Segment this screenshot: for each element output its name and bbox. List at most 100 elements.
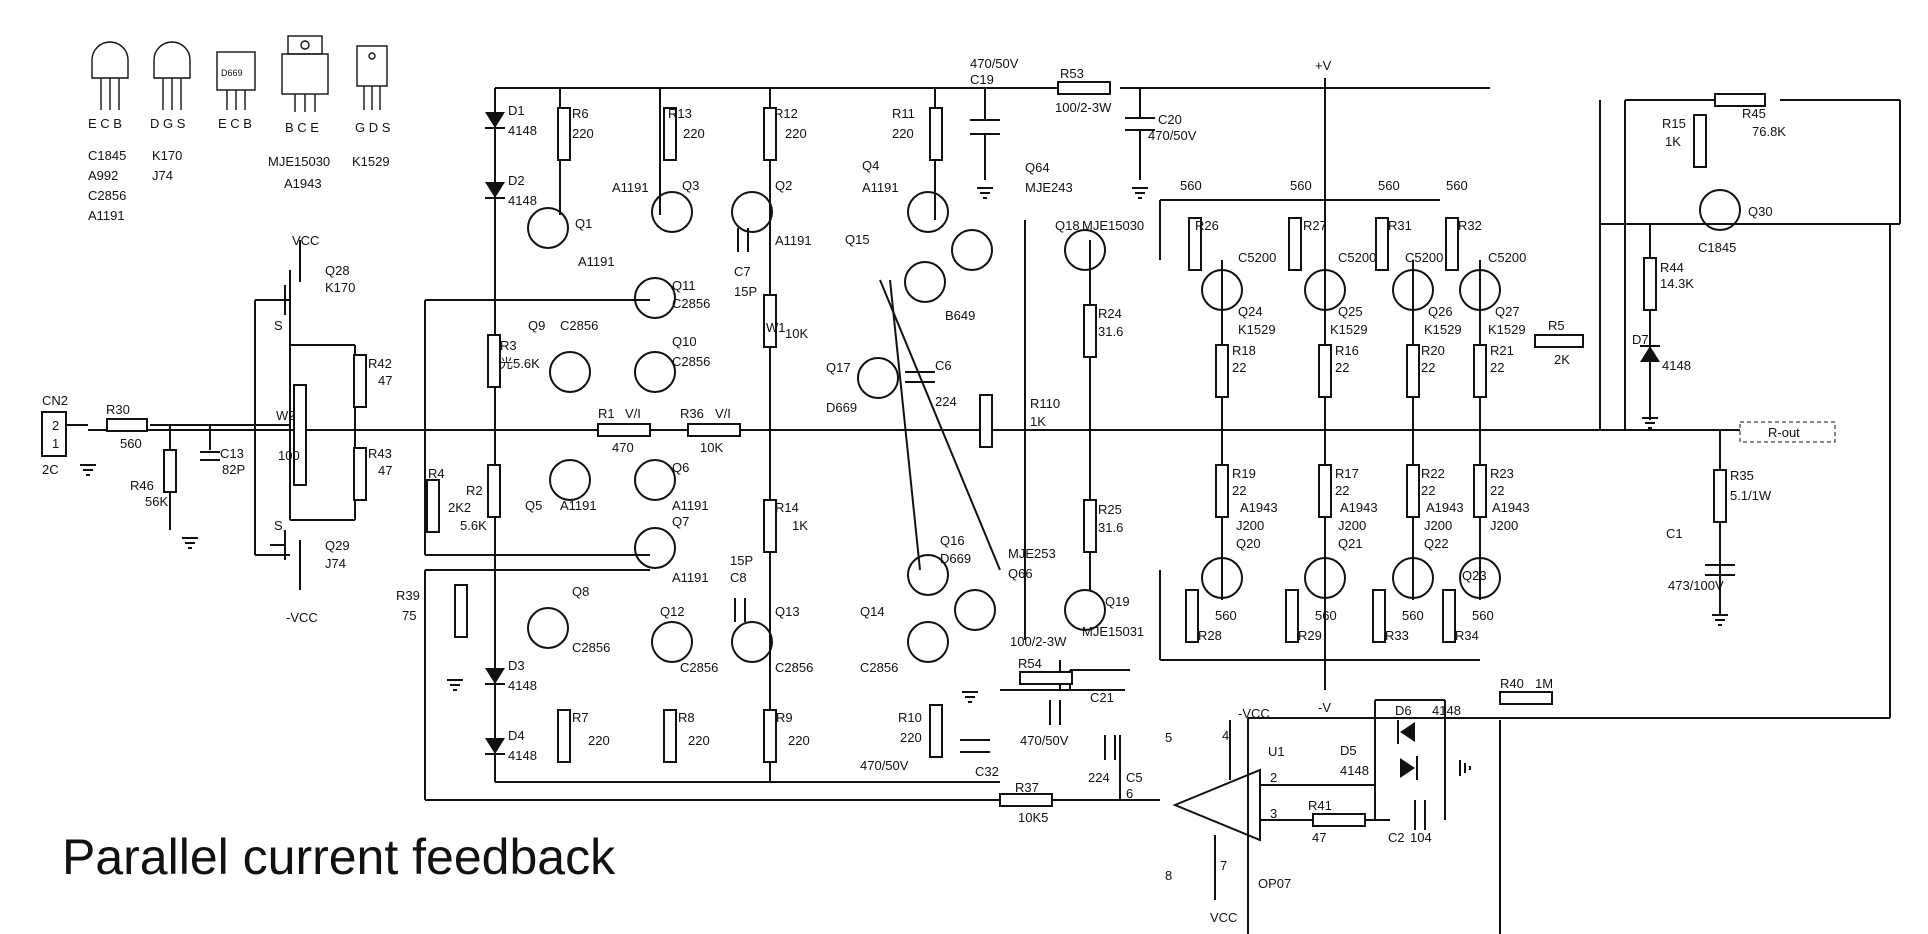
resistor-r7 <box>557 709 571 763</box>
resistor-r34 <box>1442 589 1456 643</box>
ref-label: R19 <box>1232 466 1256 481</box>
value-label: 22 <box>1421 360 1435 375</box>
ref-label: R17 <box>1335 466 1359 481</box>
package-marking: D669 <box>221 68 243 78</box>
resistor-r15 <box>1693 114 1707 168</box>
ref-label: Q22 <box>1424 536 1449 551</box>
ref-label: R1 <box>598 406 615 421</box>
ref-label: R21 <box>1490 343 1514 358</box>
package-part: K170 <box>152 148 182 163</box>
ref-label: Q9 <box>528 318 545 333</box>
capacitor-c2 <box>1414 800 1426 830</box>
transistor-q19 <box>1064 589 1106 631</box>
package-pins: G D S <box>355 120 391 135</box>
rail-label: -VCC <box>286 610 318 625</box>
ref-label: R53 <box>1060 66 1084 81</box>
value-label: 1K <box>792 518 808 533</box>
ref-label: D3 <box>508 658 525 673</box>
ref-label: R8 <box>678 710 695 725</box>
value-label: 560 <box>1215 608 1237 623</box>
resistor-r12 <box>763 107 777 161</box>
value-label: 224 <box>1088 770 1110 785</box>
ground-icon <box>1132 187 1148 199</box>
value-label: 560 <box>1315 608 1337 623</box>
value-label: 15P <box>734 284 757 299</box>
ref-label: R110 <box>1030 396 1060 411</box>
ground-icon <box>80 464 96 476</box>
resistor-r32 <box>1445 217 1459 271</box>
ref-label: R24 <box>1098 306 1122 321</box>
transistor-q25 <box>1304 269 1346 311</box>
value-label: 76.8K <box>1752 124 1786 139</box>
value-label: 47 <box>378 463 392 478</box>
ref-label: R16 <box>1335 343 1359 358</box>
ref-label: Q21 <box>1338 536 1363 551</box>
value-label: 4148 <box>1432 703 1461 718</box>
diode-symbols <box>485 112 1660 780</box>
value-label: 14.3K <box>1660 276 1694 291</box>
value-label: 220 <box>683 126 705 141</box>
ref-label: Q6 <box>672 460 689 475</box>
transistor-q27 <box>1459 269 1501 311</box>
ref-label: C1 <box>1666 526 1683 541</box>
wires <box>65 78 1901 934</box>
capacitor-c13 <box>200 451 220 461</box>
value-label: 47 <box>378 373 392 388</box>
value-label: 4148 <box>508 193 537 208</box>
transistor-q2 <box>731 191 773 233</box>
part-label: C5200 <box>1405 250 1443 265</box>
resistor-r36 <box>687 423 741 437</box>
pin-number: 7 <box>1220 858 1227 873</box>
resistor-r13 <box>663 107 677 161</box>
resistor-r23 <box>1473 464 1487 518</box>
rail-label: -VCC <box>1238 706 1270 721</box>
value-label: 100/2-3W <box>1055 100 1112 115</box>
ref-label: C5 <box>1126 770 1143 785</box>
capacitor-c32 <box>960 739 990 753</box>
ref-label: C21 <box>1090 690 1114 705</box>
transistor-q23 <box>1459 557 1501 599</box>
value-label: 220 <box>900 730 922 745</box>
value-label: 560 <box>1180 178 1202 193</box>
diode-d7 <box>1640 345 1660 362</box>
part-label: MJE253 <box>1008 546 1056 561</box>
value-label: 75 <box>402 608 416 623</box>
ref-label: C8 <box>730 570 747 585</box>
ground-icon <box>1459 760 1471 776</box>
value-label: 220 <box>785 126 807 141</box>
resistor-r6 <box>557 107 571 161</box>
part-label: C2856 <box>860 660 898 675</box>
value-label: 光5.6K <box>500 356 540 371</box>
diode-d6 <box>1397 720 1415 744</box>
resistor-r1 <box>597 423 651 437</box>
part-label: J74 <box>325 556 346 571</box>
ref-label: Q1 <box>575 216 592 231</box>
value-label: 22 <box>1335 483 1349 498</box>
capacitor-c6 <box>905 371 935 383</box>
ref-label: Q12 <box>660 604 685 619</box>
value-label: 220 <box>588 733 610 748</box>
ref-label: R45 <box>1742 106 1766 121</box>
ground-icon <box>1712 614 1728 626</box>
value-label: 560 <box>1378 178 1400 193</box>
transistor-q12 <box>651 621 693 663</box>
ref-label: C6 <box>935 358 952 373</box>
ref-label: C7 <box>734 264 751 279</box>
value-label: 4148 <box>508 678 537 693</box>
capacitor-c19 <box>970 88 1000 180</box>
connector-pin: 2 <box>52 418 59 433</box>
value-label: 15P <box>730 553 753 568</box>
ref-label: Q28 <box>325 263 350 278</box>
value-label: 31.6 <box>1098 520 1123 535</box>
ground-icon <box>447 679 463 691</box>
resistor-r9 <box>763 709 777 763</box>
part-label: C1845 <box>1698 240 1736 255</box>
transistor-q3 <box>651 191 693 233</box>
connector-cn2 <box>41 411 67 457</box>
ref-label: Q17 <box>826 360 851 375</box>
resistor-r5 <box>1534 334 1584 348</box>
resistor-r4 <box>426 479 440 533</box>
value-label: 56K <box>145 494 168 509</box>
connector-label: CN2 <box>42 393 68 408</box>
ref-label: D6 <box>1395 703 1412 718</box>
